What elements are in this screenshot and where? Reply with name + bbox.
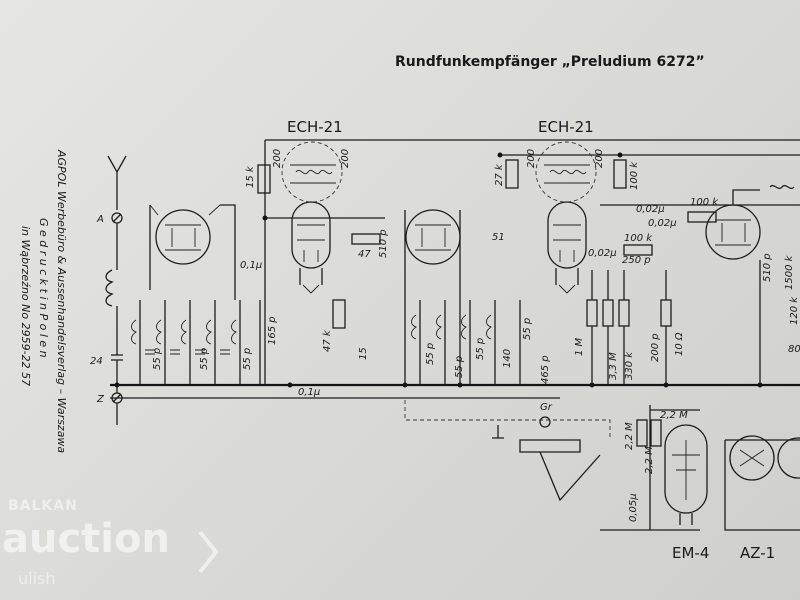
r22m-a-label: 2,2 M	[624, 422, 635, 450]
can-1	[281, 141, 343, 203]
r1m-label: 1 M	[574, 337, 585, 356]
tube-label-3: EM-4	[672, 544, 709, 562]
r27k	[505, 159, 519, 189]
watermark-line-3: ulish	[18, 569, 56, 588]
r15k	[257, 164, 271, 194]
tube-ech21-1	[291, 201, 331, 294]
c01b-label: 0,1μ	[298, 387, 320, 398]
coil-bank-middle	[411, 300, 521, 385]
c55a-label: 55 p	[152, 348, 163, 370]
c200b-label: 200	[340, 149, 351, 168]
r120k-label: 120 k	[789, 296, 800, 325]
cap-24-label: 24	[90, 356, 103, 367]
r80-label: 80	[788, 344, 800, 355]
gr-label: Gr	[540, 402, 553, 413]
watermark-line-2: auction	[2, 516, 170, 562]
c165-label: 165 p	[267, 316, 278, 345]
r47k	[332, 299, 346, 329]
c002c-label: 0,02μ	[588, 248, 617, 259]
balkan-auction-watermark: BALKAN auction ulish	[2, 498, 219, 588]
c51-label: 51	[492, 232, 505, 243]
tube-output	[705, 189, 761, 385]
detector-resistors	[586, 270, 672, 385]
r47	[351, 233, 381, 245]
tube-label-4: AZ-1	[740, 544, 775, 562]
c55e-label: 55 p	[454, 356, 465, 378]
c200d-label: 200	[594, 149, 605, 168]
r100k-a	[613, 159, 627, 189]
r22m-b-label: 2,2 M	[660, 410, 688, 421]
tube-az1	[724, 435, 800, 531]
c510b-label: 510 p	[762, 253, 773, 282]
tube-ech21-1-input	[149, 204, 236, 300]
gramophone-input: Gr	[404, 400, 611, 502]
c01a-label: 0,1μ	[240, 260, 262, 271]
r10-label: 10 Ω	[674, 332, 685, 356]
c55d-label: 55 p	[425, 343, 436, 365]
r27k-label: 27 k	[494, 163, 505, 186]
watermark-line-1: BALKAN	[8, 498, 78, 514]
terminal-a-label: A	[96, 214, 104, 225]
c55c-label: 55 p	[242, 348, 253, 370]
r22m-a	[636, 419, 648, 447]
c250-label: 250 p	[622, 255, 651, 266]
c002a-label: 0,02μ	[636, 204, 665, 215]
c200p-label: 200 p	[650, 333, 661, 362]
junction-dots	[114, 152, 763, 388]
tube-ech21-2	[547, 201, 587, 294]
tube-label-2: ECH-21	[538, 118, 594, 136]
c005-label: 0,05μ	[628, 493, 639, 522]
c200c-label: 200	[526, 149, 537, 168]
publisher-imprint: AGPOL Werbebüro & Aussenhandelsverlag – …	[19, 149, 68, 453]
publisher-line-1: AGPOL Werbebüro & Aussenhandelsverlag – …	[55, 149, 68, 453]
coil-bank-left	[131, 300, 261, 385]
c55g-label: 55 p	[522, 318, 533, 340]
c200a-label: 200	[272, 149, 283, 168]
tube-em4	[664, 424, 708, 525]
tube-label-1: ECH-21	[287, 118, 343, 136]
c15-label: 15	[358, 347, 369, 360]
publisher-line-3: in Wąbrzeźno No 2959-22 57	[19, 226, 32, 386]
can-2	[535, 141, 597, 203]
tube-mixer	[404, 209, 461, 385]
c510a-label: 510 p	[378, 229, 389, 258]
r100k-b	[623, 244, 653, 256]
r15k-label: 15 k	[245, 165, 256, 188]
r100k-a-label: 100 k	[629, 161, 640, 190]
c55b-label: 55 p	[199, 348, 210, 370]
c140-label: 140	[502, 349, 513, 368]
publisher-line-2: G e d r u c k t i n P o l e n	[37, 218, 50, 358]
r100k-c	[687, 211, 717, 223]
r100k-c-label: 100 k	[690, 197, 719, 208]
r330k-label: 330 k	[624, 351, 635, 380]
c465-label: 465 p	[540, 355, 551, 384]
r22m-b	[650, 419, 662, 447]
r100k-b-label: 100 k	[624, 233, 653, 244]
r47k-label: 47 k	[322, 329, 333, 352]
r47-label: 47	[358, 249, 371, 260]
c55f-label: 55 p	[475, 338, 486, 360]
terminal-z-label: Z	[96, 394, 105, 405]
schematic-title: Rundfunkempfänger „Preludium 6272”	[395, 54, 705, 70]
r33m-label: 3,3 M	[608, 352, 619, 380]
r1500k-label: 1500 k	[784, 254, 795, 290]
c002b-label: 0,02μ	[648, 218, 677, 229]
